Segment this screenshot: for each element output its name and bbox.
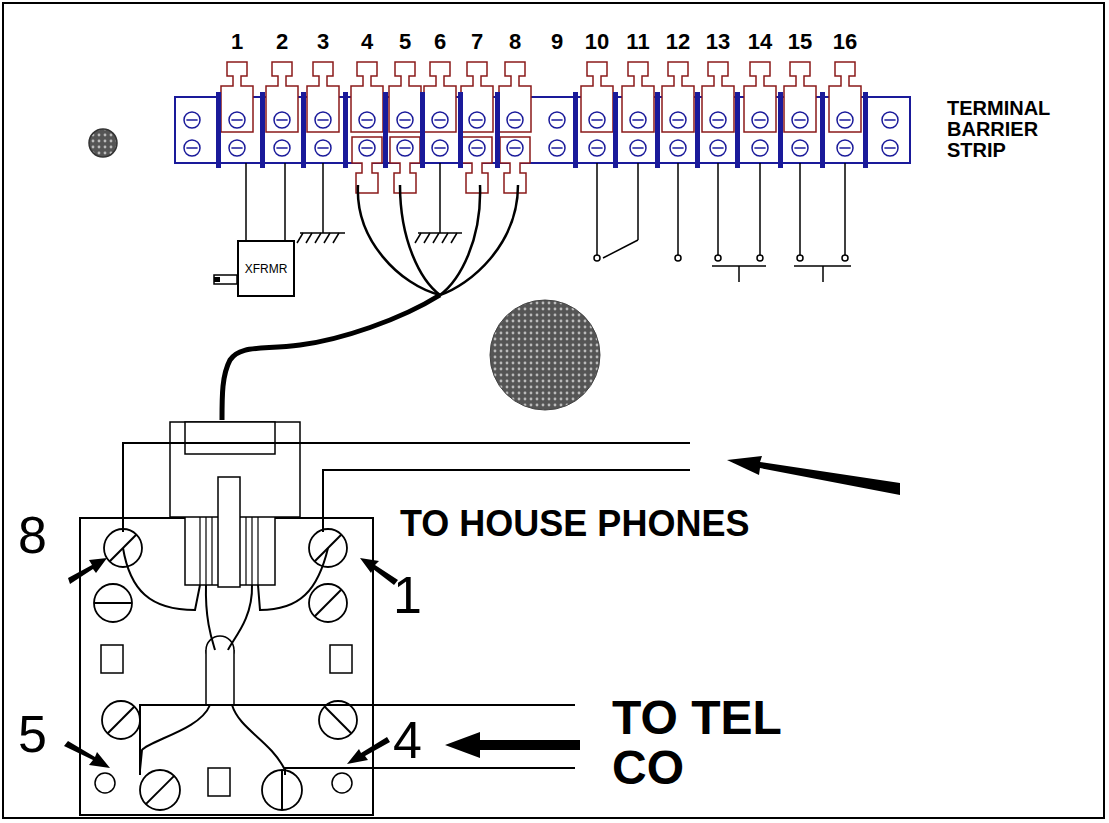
terminal-number: 5 [385,30,425,53]
callout-number: 5 [18,707,58,762]
terminal-number: 16 [825,30,865,53]
house-phones-label: TO HOUSE PHONES [400,505,749,543]
terminal-number: 14 [740,30,780,53]
callout-number: 4 [393,713,433,768]
terminal-number: 11 [618,30,658,53]
terminal-number: 10 [577,30,617,53]
strip-label: TERMINAL BARRIER STRIP [947,98,1077,161]
terminal-number: 8 [495,30,535,53]
terminal-number: 4 [347,30,387,53]
terminal-number: 12 [658,30,698,53]
terminal-number: 15 [780,30,820,53]
terminal-number: 1 [217,30,257,53]
callout-number: 8 [18,508,58,563]
terminal-number: 13 [698,30,738,53]
terminal-number: 7 [457,30,497,53]
tel-co-label: TO TEL CO [612,693,812,794]
terminal-number: 2 [262,30,302,53]
terminal-number: 9 [537,30,577,53]
terminal-number: 3 [303,30,343,53]
terminal-number: 6 [420,30,460,53]
node-text: XFRMR [245,262,288,276]
callout-number: 1 [393,568,433,623]
transformer-box: XFRMR [237,240,295,297]
